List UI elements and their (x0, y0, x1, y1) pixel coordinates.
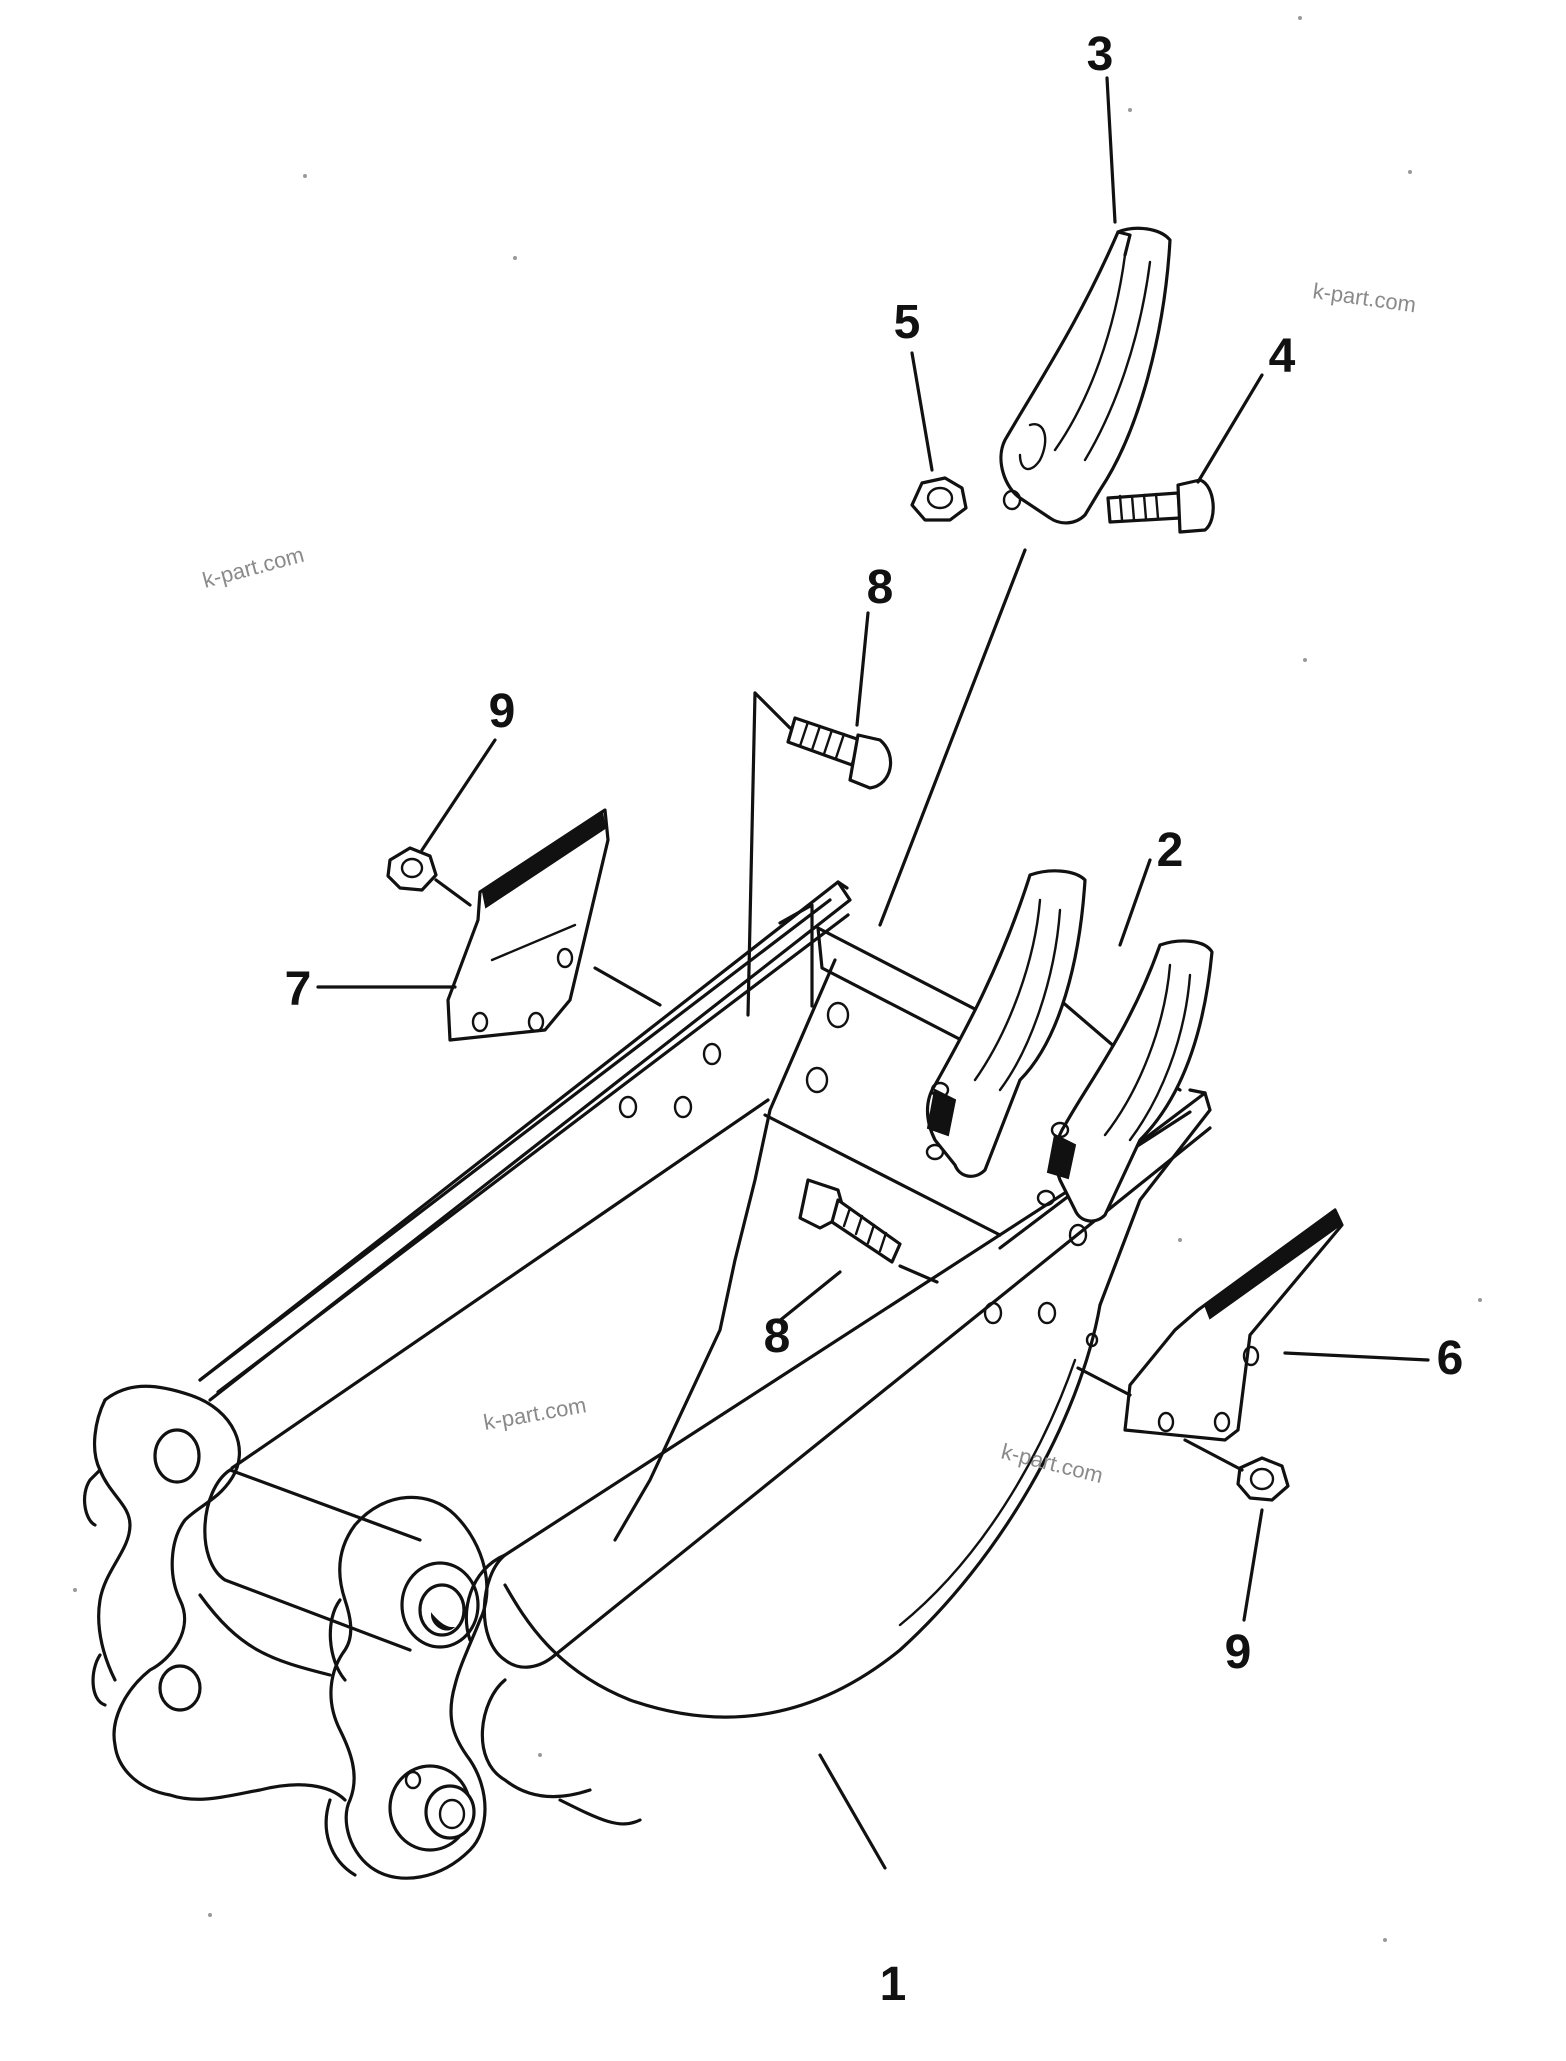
watermark: k-part.com (200, 542, 307, 593)
cutter-nut-right (1236, 1456, 1290, 1502)
callout-labels: 1 2 3 4 5 6 7 8 8 9 9 (285, 28, 1464, 2011)
bucket-left-side-plate (198, 880, 852, 1402)
tooth-nut (910, 476, 968, 522)
callout-tooth-nut: 5 (894, 296, 921, 349)
bucket-shell (503, 1303, 1102, 1719)
callout-cutter-nut-left: 9 (489, 685, 516, 738)
right-ear-lower-pin-hole (424, 1784, 476, 1840)
side-cutter-right (1123, 1208, 1344, 1442)
tooth-bolt (1106, 478, 1215, 534)
side-cutter-left (446, 808, 610, 1042)
callout-tooth-bolt: 4 (1269, 330, 1296, 383)
cutter-bolt-upper (786, 716, 893, 790)
callout-cutter-bolt-upper: 8 (867, 561, 894, 614)
bucket-left-ear (103, 1384, 347, 1802)
callout-cutter-bolt-lower: 8 (764, 1310, 791, 1363)
exploded-tooth (999, 226, 1172, 525)
bucket-body (82, 880, 1212, 1880)
cutter-bolt-lower (798, 1178, 902, 1264)
callout-tooth-mounted: 2 (1157, 824, 1184, 877)
watermark: k-part.com (482, 1392, 589, 1435)
bucket-hinge-pipe (203, 1468, 422, 1652)
leader-lines (316, 76, 1430, 1870)
callout-side-cutter-left: 7 (285, 963, 312, 1016)
bucket-right-wall-holes (983, 1223, 1099, 1348)
callout-cutter-nut-right: 9 (1225, 1626, 1252, 1679)
right-ear-upper-boss (400, 1561, 480, 1649)
callout-bucket: 1 (880, 1958, 907, 2011)
mounted-tooth-left (925, 869, 1087, 1178)
callout-side-cutter-right: 6 (1437, 1332, 1464, 1385)
mounted-tooth-right (1036, 939, 1214, 1223)
watermark: k-part.com (1311, 278, 1417, 317)
callout-tooth-exploded: 3 (1087, 28, 1114, 81)
left-ear-pin-hole-bottom (158, 1664, 202, 1712)
left-ear-pin-hole-top (153, 1428, 201, 1484)
right-ear-upper-pin-hole (418, 1583, 466, 1637)
scan-noise (73, 16, 1482, 1942)
bucket-right-ear (329, 1495, 489, 1880)
bucket-left-wall (198, 898, 850, 1470)
cutter-nut-left (386, 846, 438, 892)
